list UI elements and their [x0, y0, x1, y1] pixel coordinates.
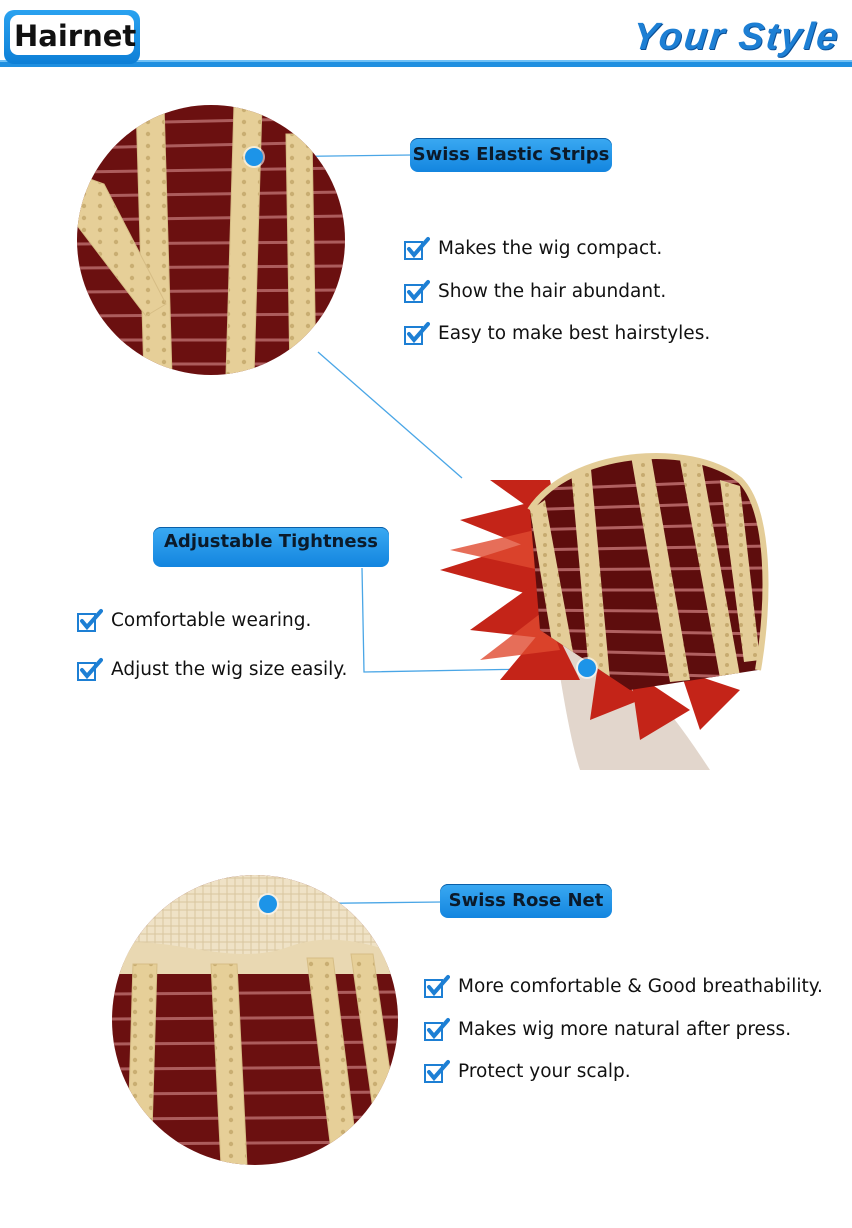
feature-text: Makes wig more natural after press.: [458, 1018, 792, 1040]
feature-text: Show the hair abundant.: [438, 280, 667, 302]
check-icon: [404, 237, 430, 260]
feature-text: Protect your scalp.: [458, 1060, 631, 1082]
feature-item: Show the hair abundant.: [404, 279, 666, 303]
feature-item: Adjust the wig size easily.: [77, 657, 347, 681]
check-icon: [404, 280, 430, 303]
check-icon: [77, 658, 103, 681]
feature-text: Easy to make best hairstyles.: [438, 322, 711, 344]
check-icon: [424, 1018, 450, 1041]
feature-item: Protect your scalp.: [424, 1059, 631, 1083]
page-title: Hairnet: [14, 19, 137, 53]
rose-net-photo: [111, 874, 399, 1166]
feature-item: Makes wig more natural after press.: [424, 1017, 791, 1041]
feature-text: More comfortable & Good breathability.: [458, 975, 823, 997]
check-icon: [404, 322, 430, 345]
header-rule: [0, 62, 852, 67]
feature-text: Adjust the wig size easily.: [111, 658, 348, 680]
check-icon: [424, 975, 450, 998]
dot-marker: [578, 659, 596, 677]
section-label-elastic-strips: Swiss Elastic Strips: [410, 138, 612, 172]
feature-text: Makes the wig compact.: [438, 237, 663, 259]
check-icon: [77, 609, 103, 632]
section-label-swiss-rose-net: Swiss Rose Net: [440, 884, 612, 918]
feature-item: More comfortable & Good breathability.: [424, 974, 823, 998]
feature-item: Makes the wig compact.: [404, 236, 662, 260]
header-tab-inner: [10, 15, 134, 55]
header-rule-light: [0, 60, 852, 62]
elastic-strips-photo: [76, 104, 346, 376]
wig-mannequin-photo: [440, 440, 780, 770]
dot-marker: [259, 895, 277, 913]
dot-marker: [245, 148, 263, 166]
section-label-adjustable-tightness: Adjustable Tightness: [153, 527, 389, 567]
check-icon: [424, 1060, 450, 1083]
feature-item: Comfortable wearing.: [77, 608, 311, 632]
feature-item: Easy to make best hairstyles.: [404, 321, 710, 345]
feature-text: Comfortable wearing.: [111, 609, 312, 631]
